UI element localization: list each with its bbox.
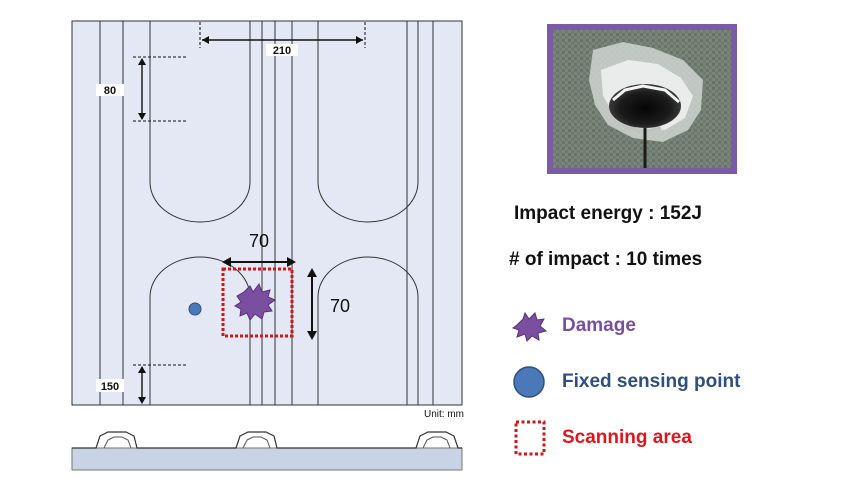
dimension-70-horizontal — [222, 257, 296, 267]
damage-photo-image — [553, 30, 731, 168]
dimension-80 — [96, 56, 188, 122]
damage-icon — [508, 309, 550, 343]
scanning-area-box — [221, 267, 294, 338]
dimension-210 — [199, 22, 366, 56]
panel-face — [71, 20, 463, 406]
cutout-shapes — [149, 21, 419, 405]
damage-marker — [234, 282, 277, 321]
dim-label-70-horizontal: 70 — [249, 231, 269, 251]
damage-photo — [547, 24, 737, 174]
legend-label-sensing-point: Fixed sensing point — [562, 371, 741, 392]
legend-item-scanning-area: Scanning area — [508, 420, 692, 456]
sensing-point-icon — [508, 365, 550, 399]
dim-label-210: 210 — [273, 45, 291, 57]
legend-label-damage: Damage — [562, 315, 636, 336]
unit-label: Unit: mm — [424, 409, 464, 420]
dimension-150 — [96, 364, 188, 404]
legend-item-damage: Damage — [508, 309, 636, 343]
scanning-area-icon — [508, 420, 550, 456]
impact-count-text: # of impact : 10 times — [509, 249, 703, 270]
legend-item-sensing-point: Fixed sensing point — [508, 365, 740, 399]
dimension-70-vertical — [307, 268, 317, 340]
legend-label-scanning-area: Scanning area — [562, 427, 692, 448]
dim-label-150: 150 — [101, 381, 119, 393]
panel-cross-section — [71, 431, 463, 471]
dim-label-70-vertical: 70 — [330, 296, 350, 316]
dim-label-80: 80 — [104, 85, 116, 97]
fixed-sensing-point — [188, 302, 202, 316]
impact-energy-text: Impact energy : 152J — [514, 203, 702, 224]
